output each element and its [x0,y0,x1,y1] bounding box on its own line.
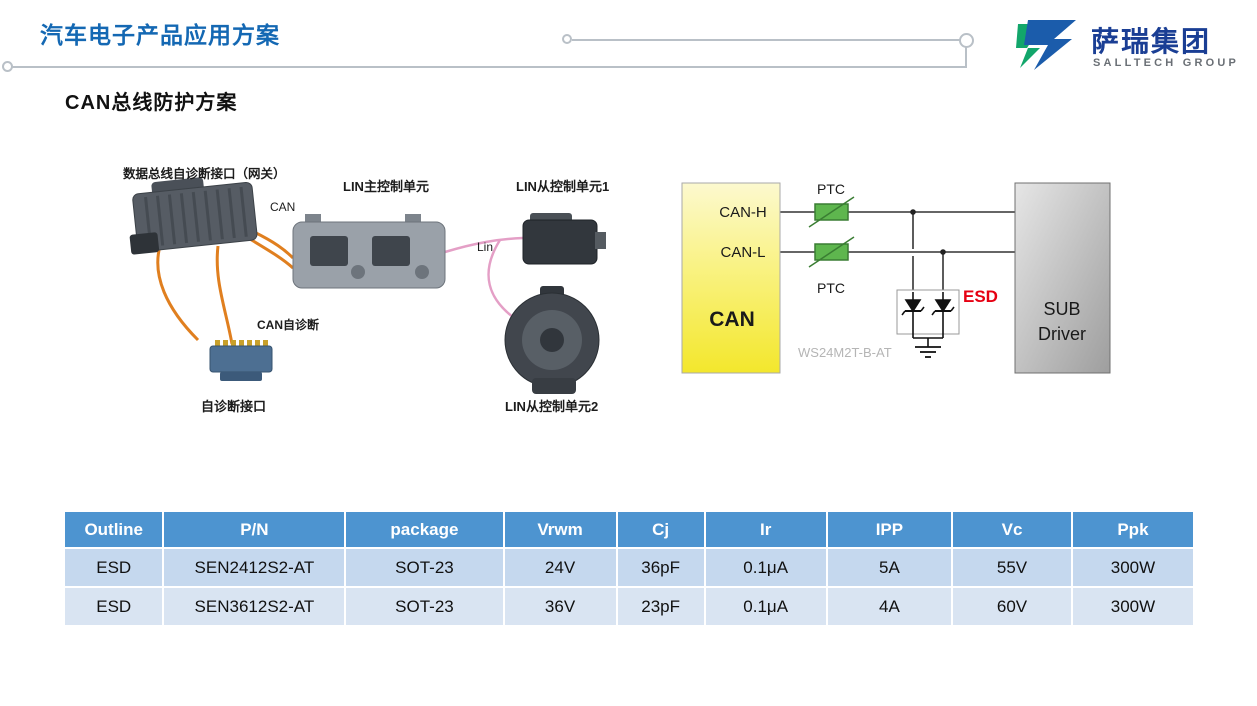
section-title: CAN总线防护方案 [65,92,238,114]
ptc-top-label: PTC [817,181,845,197]
page-title: 汽车电子产品应用方案 [40,22,280,48]
can-box-label: CAN [709,308,755,331]
diagnostic-connector [209,340,273,381]
lin-master-unit [292,214,446,289]
table-row: ESD SEN2412S2-AT SOT-23 24V 36pF 0.1μA 5… [62,547,1196,588]
logo-green-shape [1016,24,1042,68]
gateway-ecu [129,177,258,255]
junction-dot-canl [940,249,946,255]
col-header-ipp: IPP [825,510,954,549]
can-h-label: CAN-H [719,204,767,221]
ptc-fuse-top [808,196,855,228]
cell-package: SOT-23 [344,547,505,588]
lin-master-label: LIN主控制单元 [343,179,429,194]
cell-package: SOT-23 [344,586,505,627]
sub-driver-box [1014,182,1111,374]
cell-vrwm: 36V [502,586,618,627]
bus-illustration-graphic [129,177,606,394]
decor-circle-large [959,33,974,48]
lin-wire-label: Lin [477,240,494,254]
can-wire-label: CAN [270,200,296,214]
col-header-vc: Vc [951,510,1073,549]
cell-ipp: 5A [825,547,954,588]
sub-driver-label-line1: SUB [1043,299,1080,319]
watermark-text: WS24M2T-B-AT [798,345,892,360]
brand-subtitle: SALLTECH GROUP [1093,57,1240,69]
decor-line-top [572,39,960,41]
lin-slave1-unit [522,213,606,265]
cell-ipp: 4A [825,586,954,627]
logo-blue-shape [1024,20,1076,70]
col-header-pn: P/N [162,510,347,549]
can-wires [156,228,295,345]
spec-table: Outline P/N package Vrwm Cj Ir IPP Vc Pp… [62,510,1196,627]
brand-name: 萨瑞集团 [1091,26,1212,57]
can-diag-label: CAN自诊断 [257,318,319,332]
tvs-diode-array [896,289,960,347]
cell-cj: 23pF [615,586,706,627]
cell-ppk: 300W [1070,547,1196,588]
decor-line-bottom [12,66,967,68]
ptc-bottom-label: PTC [817,280,845,296]
col-header-ir: Ir [703,510,828,549]
cell-ir: 0.1μA [703,586,828,627]
col-header-outline: Outline [62,510,165,549]
company-logo-icon [1016,20,1076,70]
can-bus-illustration: 数据总线自诊断接口（网关） CAN LIN主控制单元 LIN从控制单元1 Lin… [100,150,655,430]
cell-ppk: 300W [1070,586,1196,627]
cell-outline: ESD [62,586,165,627]
cell-pn: SEN3612S2-AT [162,586,347,627]
cell-vrwm: 24V [502,547,618,588]
sub-driver-label-line2: Driver [1038,324,1086,344]
lin-slave2-blower [504,286,600,394]
decor-circle-small [562,34,572,44]
cell-vc: 60V [951,586,1073,627]
cell-cj: 36pF [615,547,706,588]
col-header-ppk: Ppk [1070,510,1196,549]
decor-circle-left [2,61,13,72]
can-box [681,182,781,374]
cell-vc: 55V [951,547,1073,588]
diag-port-label: 自诊断接口 [201,399,267,414]
can-l-label: CAN-L [720,244,765,261]
lin-wires [444,236,524,324]
protection-schematic: WS24M2T-B-AT CAN-H CAN-L CAN [670,150,1150,390]
gateway-label: 数据总线自诊断接口（网关） [123,167,286,181]
junction-dot-canh [910,209,916,215]
ground-symbol [915,346,941,358]
ptc-fuse-bottom [808,236,855,268]
cell-outline: ESD [62,547,165,588]
lin-slave2-label: LIN从控制单元2 [505,399,599,414]
schematic-graphic: WS24M2T-B-AT CAN-H CAN-L CAN [681,181,1111,374]
decor-line-connector [965,47,967,67]
cell-pn: SEN2412S2-AT [162,547,347,588]
esd-label: ESD [963,287,998,306]
col-header-cj: Cj [615,510,706,549]
col-header-vrwm: Vrwm [502,510,618,549]
cell-ir: 0.1μA [703,547,828,588]
table-row: ESD SEN3612S2-AT SOT-23 36V 23pF 0.1μA 4… [62,586,1196,627]
col-header-package: package [344,510,505,549]
table-header-row: Outline P/N package Vrwm Cj Ir IPP Vc Pp… [62,510,1196,549]
lin-slave1-label: LIN从控制单元1 [516,179,610,194]
